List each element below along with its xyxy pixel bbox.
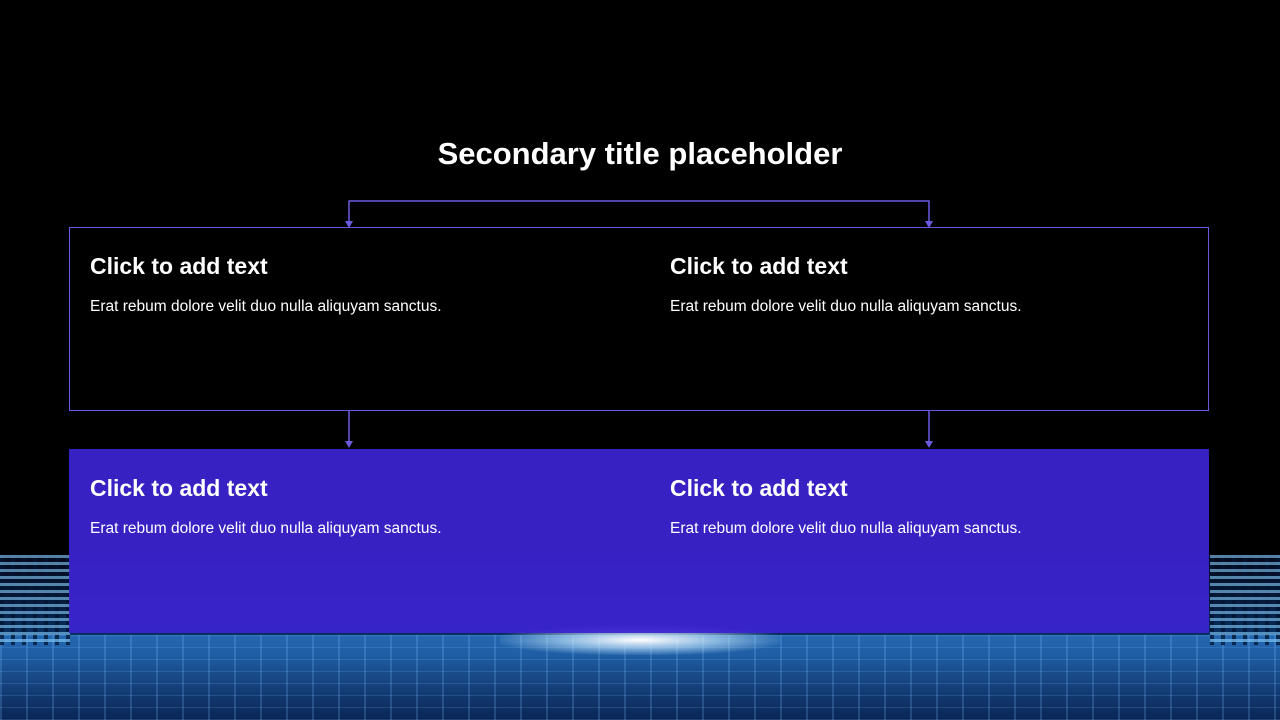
background-towers-left [0, 555, 70, 645]
top-outline-box [69, 227, 1209, 411]
right-down-arrow-tip [925, 441, 933, 448]
slide-title[interactable]: Secondary title placeholder [437, 136, 843, 171]
card-heading[interactable]: Click to add text [670, 253, 848, 279]
card-body[interactable]: Erat rebum dolore velit duo nulla aliquy… [670, 298, 1022, 315]
card-body[interactable]: Erat rebum dolore velit duo nulla aliquy… [670, 520, 1022, 537]
card-heading[interactable]: Click to add text [670, 475, 848, 501]
bottom-filled-box [69, 449, 1209, 633]
left-down-arrow-tip [345, 441, 353, 448]
card-heading[interactable]: Click to add text [90, 475, 268, 501]
top-bracket-connector [348, 200, 930, 221]
card-body[interactable]: Erat rebum dolore velit duo nulla aliquy… [90, 520, 442, 537]
bottom-right-card[interactable]: Click to add text Erat rebum dolore veli… [670, 474, 1190, 539]
background-towers-right [1210, 555, 1280, 645]
card-heading[interactable]: Click to add text [90, 253, 268, 279]
bottom-left-card[interactable]: Click to add text Erat rebum dolore veli… [90, 474, 610, 539]
card-body[interactable]: Erat rebum dolore velit duo nulla aliquy… [90, 298, 442, 315]
top-right-card[interactable]: Click to add text Erat rebum dolore veli… [670, 252, 1190, 317]
top-left-card[interactable]: Click to add text Erat rebum dolore veli… [90, 252, 610, 317]
